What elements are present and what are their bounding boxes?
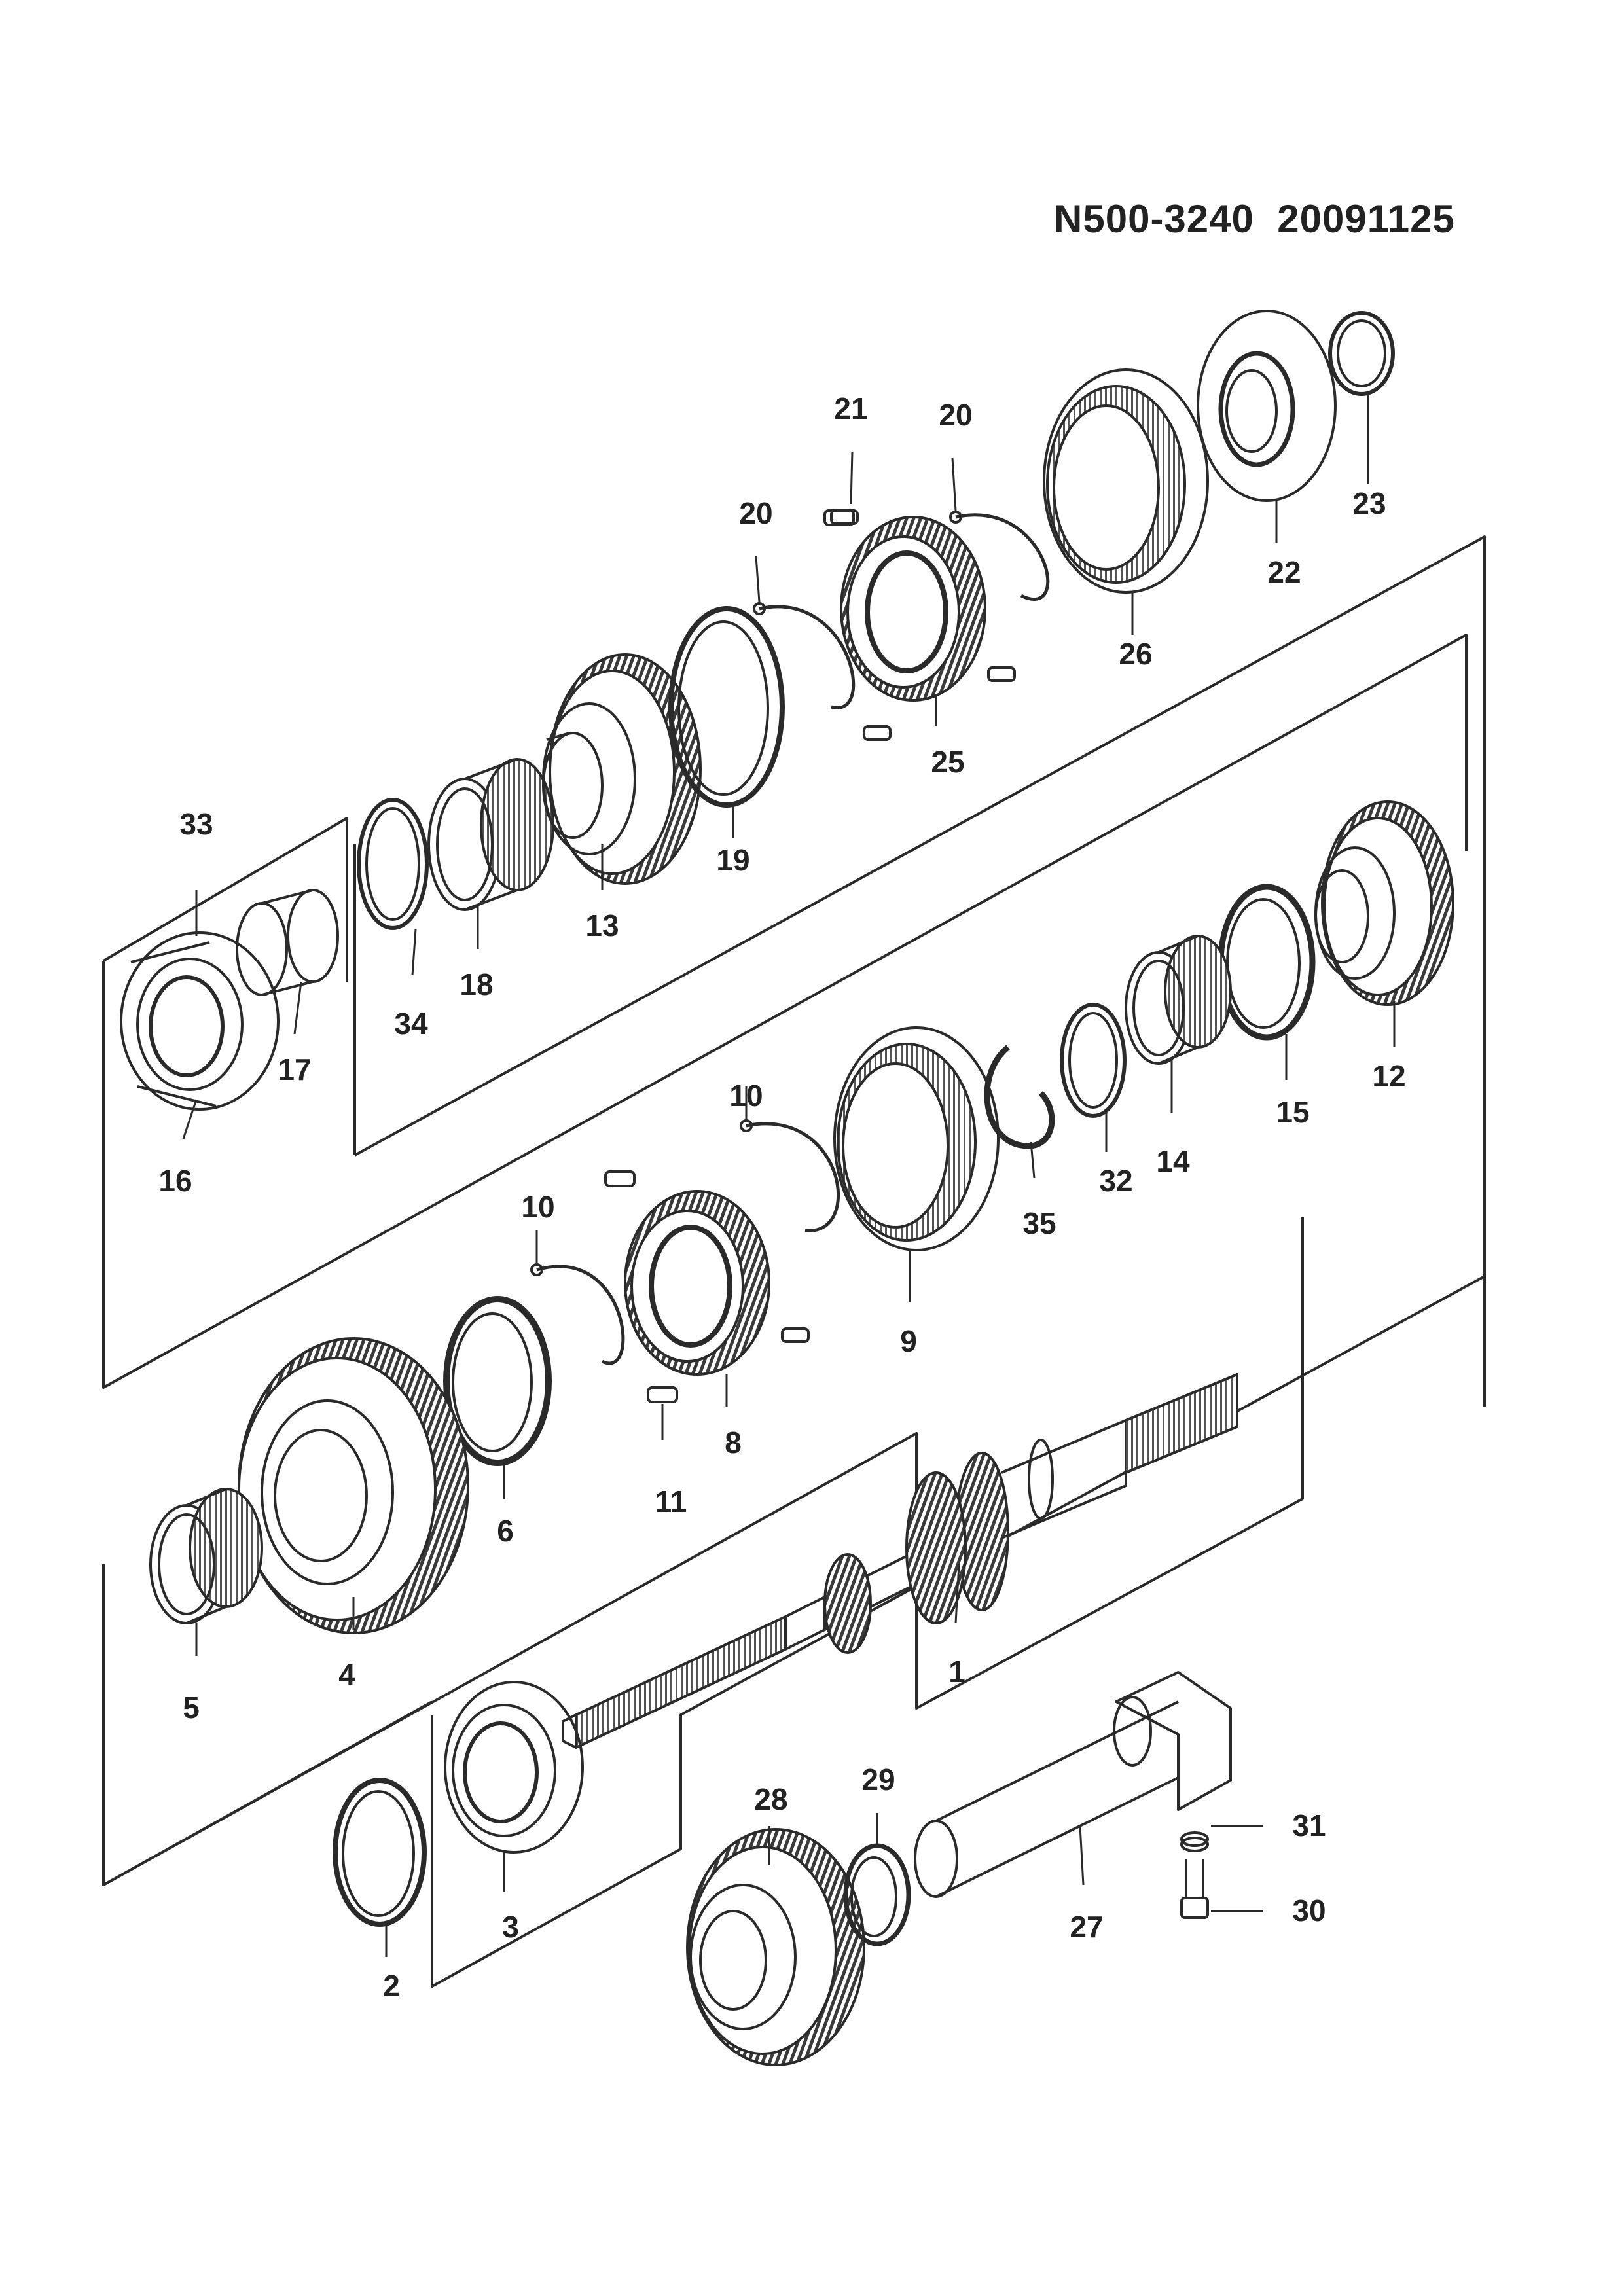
part-label-20-left: 20 [739,496,772,530]
part-26-sleeve [1043,368,1209,594]
part-label-23: 23 [1352,486,1386,520]
part-label-10-left: 10 [521,1190,554,1224]
doc-code: N500-3240 [1054,197,1254,241]
part-11-detent [647,1386,678,1403]
part-label-20-right: 20 [939,398,972,432]
part-label-18: 18 [460,967,493,1001]
part-14-needle-bearing [1125,935,1232,1065]
part-label-28: 28 [754,1782,787,1816]
doc-date: 20091125 [1277,197,1455,241]
part-label-30: 30 [1292,1893,1326,1928]
part-13-gear [542,653,702,885]
part-label-8: 8 [725,1426,742,1460]
part-label-12: 12 [1372,1059,1405,1093]
part-5-needle-bearing [149,1488,263,1624]
part-label-27: 27 [1070,1910,1103,1944]
part-28-gear [686,1828,865,2066]
part-label-5: 5 [183,1691,200,1725]
part-3-bearing [444,1681,584,1854]
part-label-4: 4 [338,1658,355,1692]
part-27-countershaft [914,1671,1232,1898]
part-label-11: 11 [655,1484,687,1518]
part-21-detent [823,509,855,526]
part-8-synchro-hub [604,1170,810,1376]
part-label-32: 32 [1099,1164,1132,1198]
part-label-21: 21 [834,391,867,425]
part-6-synchro-ring [443,1296,552,1466]
part-label-2: 2 [383,1969,400,2003]
part-34-snap-ring [357,798,429,930]
leader-lines [182,393,1396,1957]
part-label-1: 1 [948,1655,965,1689]
part-label-22: 22 [1267,555,1301,589]
part-1-main-shaft [562,1373,1238,1749]
part-10-spring-middle-right [740,1119,840,1232]
part-23-snap-ring [1328,311,1395,396]
part-label-26: 26 [1119,637,1152,671]
part-label-3: 3 [502,1910,519,1944]
part-19-synchro-ring [668,606,785,808]
part-18-needle-bearing [427,758,554,911]
part-label-15: 15 [1276,1095,1309,1129]
part-20-spring-upper-left [753,602,856,709]
part-35-clip [984,1045,1055,1149]
document-header: N500-3240 20091125 [1054,196,1551,242]
part-32-snap-ring [1060,1003,1127,1118]
part-15-synchro-ring [1218,884,1316,1041]
part-label-6: 6 [497,1514,514,1548]
part-label-13: 13 [585,908,619,942]
part-label-16: 16 [158,1164,192,1198]
part-label-33: 33 [179,807,213,841]
part-25-synchro-hub [830,509,1016,741]
part-17-sleeve [236,889,339,996]
part-31-washer [1180,1831,1209,1852]
part-label-35: 35 [1022,1206,1056,1240]
part-label-17: 17 [278,1052,311,1086]
part-2-snap-ring [333,1778,427,1927]
part-30-bolt [1180,1859,1209,1919]
assembly-outline-upper [102,535,1486,1407]
part-label-14: 14 [1156,1144,1190,1178]
part-20-spring-upper-right [949,511,1050,601]
part-22-retainer [1197,310,1337,502]
part-label-9: 9 [900,1324,917,1358]
part-9-sleeve [833,1026,1000,1251]
part-label-34: 34 [394,1007,428,1041]
part-label-31: 31 [1292,1808,1326,1842]
part-12-gear [1314,800,1454,1006]
part-4-gear [238,1337,469,1634]
part-label-29: 29 [861,1763,895,1797]
part-label-19: 19 [716,843,749,877]
part-10-spring-middle-left [530,1263,625,1365]
part-16-bearing [120,931,280,1111]
part-label-10-right: 10 [729,1079,763,1113]
part-label-25: 25 [931,745,964,779]
